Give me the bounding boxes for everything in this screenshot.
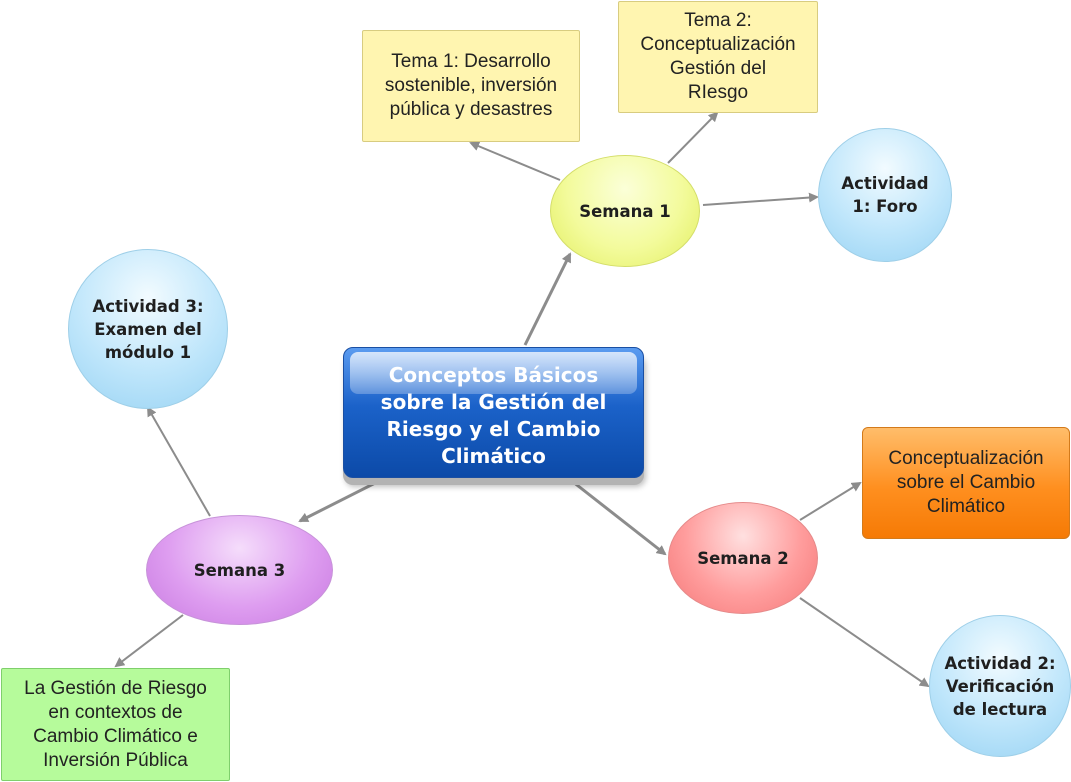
actividad-1-label: Actividad 1: Foro bbox=[841, 174, 929, 216]
semana-2-node: Semana 2 bbox=[668, 502, 818, 614]
gestion-contexto-box: La Gestión de Riesgo en contextos de Cam… bbox=[1, 668, 230, 781]
arrow-semana2-to-cambio bbox=[799, 481, 862, 521]
semana-2-label: Semana 2 bbox=[697, 548, 789, 568]
actividad-2-label: Actividad 2: Verificación de lectura bbox=[944, 653, 1056, 719]
semana-1-label: Semana 1 bbox=[579, 201, 671, 221]
central-topic-box: Conceptos Básicos sobre la Gestión del R… bbox=[343, 347, 644, 478]
arrow-central-to-semana1 bbox=[523, 252, 572, 346]
tema-2-label: Tema 2: Conceptualización Gestión del RI… bbox=[640, 10, 796, 103]
actividad-1-node: Actividad 1: Foro bbox=[818, 128, 952, 262]
semana-1-node: Semana 1 bbox=[550, 155, 700, 267]
actividad-3-node: Actividad 3: Examen del módulo 1 bbox=[68, 249, 228, 409]
arrow-semana3-to-actividad3 bbox=[147, 406, 211, 517]
tema-1-label: Tema 1: Desarrollo sostenible, inversión… bbox=[384, 51, 558, 120]
arrow-semana1-to-tema2 bbox=[667, 111, 719, 164]
arrow-semana3-to-gestion bbox=[114, 614, 184, 668]
arrow-semana1-to-tema1 bbox=[469, 141, 561, 181]
cambio-climatico-label: Conceptualización sobre el Cambio Climát… bbox=[888, 448, 1044, 517]
actividad-2-node: Actividad 2: Verificación de lectura bbox=[929, 615, 1071, 757]
tema-2-box: Tema 2: Conceptualización Gestión del RI… bbox=[618, 1, 818, 113]
arrow-central-to-semana2 bbox=[567, 476, 667, 556]
arrow-semana1-to-actividad1 bbox=[702, 192, 819, 206]
semana-3-node: Semana 3 bbox=[146, 515, 333, 625]
semana-3-label: Semana 3 bbox=[193, 560, 286, 580]
actividad-3-label: Actividad 3: Examen del módulo 1 bbox=[92, 296, 204, 362]
arrow-semana2-to-actividad2 bbox=[799, 597, 930, 688]
central-topic-label: Conceptos Básicos sobre la Gestión del R… bbox=[380, 362, 607, 468]
arrow-central-to-semana3 bbox=[298, 476, 386, 523]
gestion-contexto-label: La Gestión de Riesgo en contextos de Cam… bbox=[24, 677, 207, 771]
cambio-climatico-box: Conceptualización sobre el Cambio Climát… bbox=[862, 427, 1070, 539]
tema-1-box: Tema 1: Desarrollo sostenible, inversión… bbox=[362, 30, 580, 142]
